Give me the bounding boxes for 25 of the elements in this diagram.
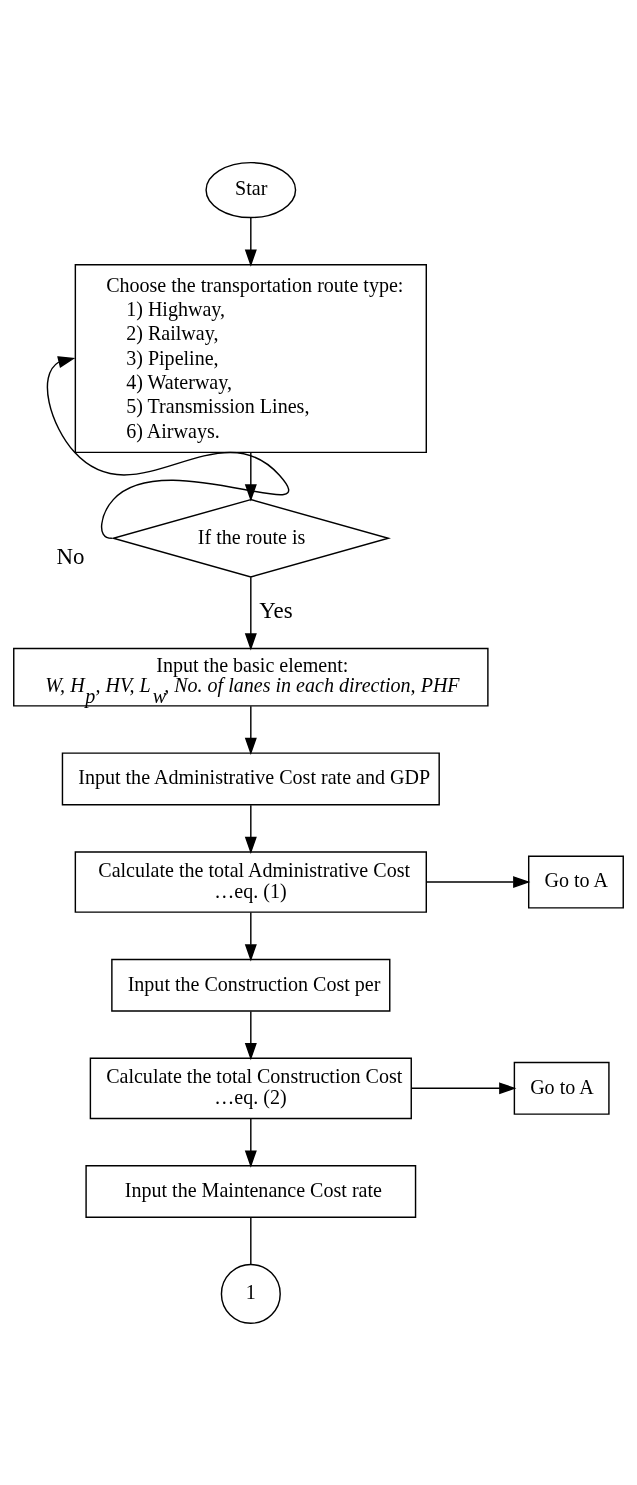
arrow xyxy=(426,875,531,888)
node-box: Input the Construction Cost per xyxy=(111,958,391,1012)
arrow xyxy=(244,1117,257,1168)
node-box: Go to A xyxy=(528,855,624,909)
arrow xyxy=(244,911,257,961)
edge-label: Yes xyxy=(259,597,293,623)
node-circle: 1 xyxy=(220,1263,281,1324)
arrow xyxy=(244,576,257,650)
node-box: Choose the transportation route type: 1) Highway, 2) Railway, 3) Pipeline, 4) Waterway, 5) Transmission Lines, 6) Airways. xyxy=(74,263,427,453)
arrow xyxy=(244,803,257,854)
arrow xyxy=(244,451,257,501)
node-box: Go to A xyxy=(513,1061,610,1115)
arrow xyxy=(46,355,289,539)
node-diamond: If the route is xyxy=(110,498,391,578)
node-ellipse: Star xyxy=(205,161,297,218)
node-box: Calculate the total Administrative Cost …eq. (1) xyxy=(74,850,427,913)
node-box: Calculate the total Construction Cost …eq. (2) xyxy=(89,1057,412,1119)
edge-label: No xyxy=(56,543,85,569)
arrow xyxy=(244,216,257,267)
node-box: Input the Maintenance Cost rate xyxy=(85,1164,417,1218)
node-box: Input the Administrative Cost rate and GDP xyxy=(61,751,440,805)
arrow xyxy=(244,1010,257,1060)
arrow xyxy=(410,1081,517,1094)
arrow xyxy=(244,705,257,755)
connector xyxy=(250,1216,252,1265)
